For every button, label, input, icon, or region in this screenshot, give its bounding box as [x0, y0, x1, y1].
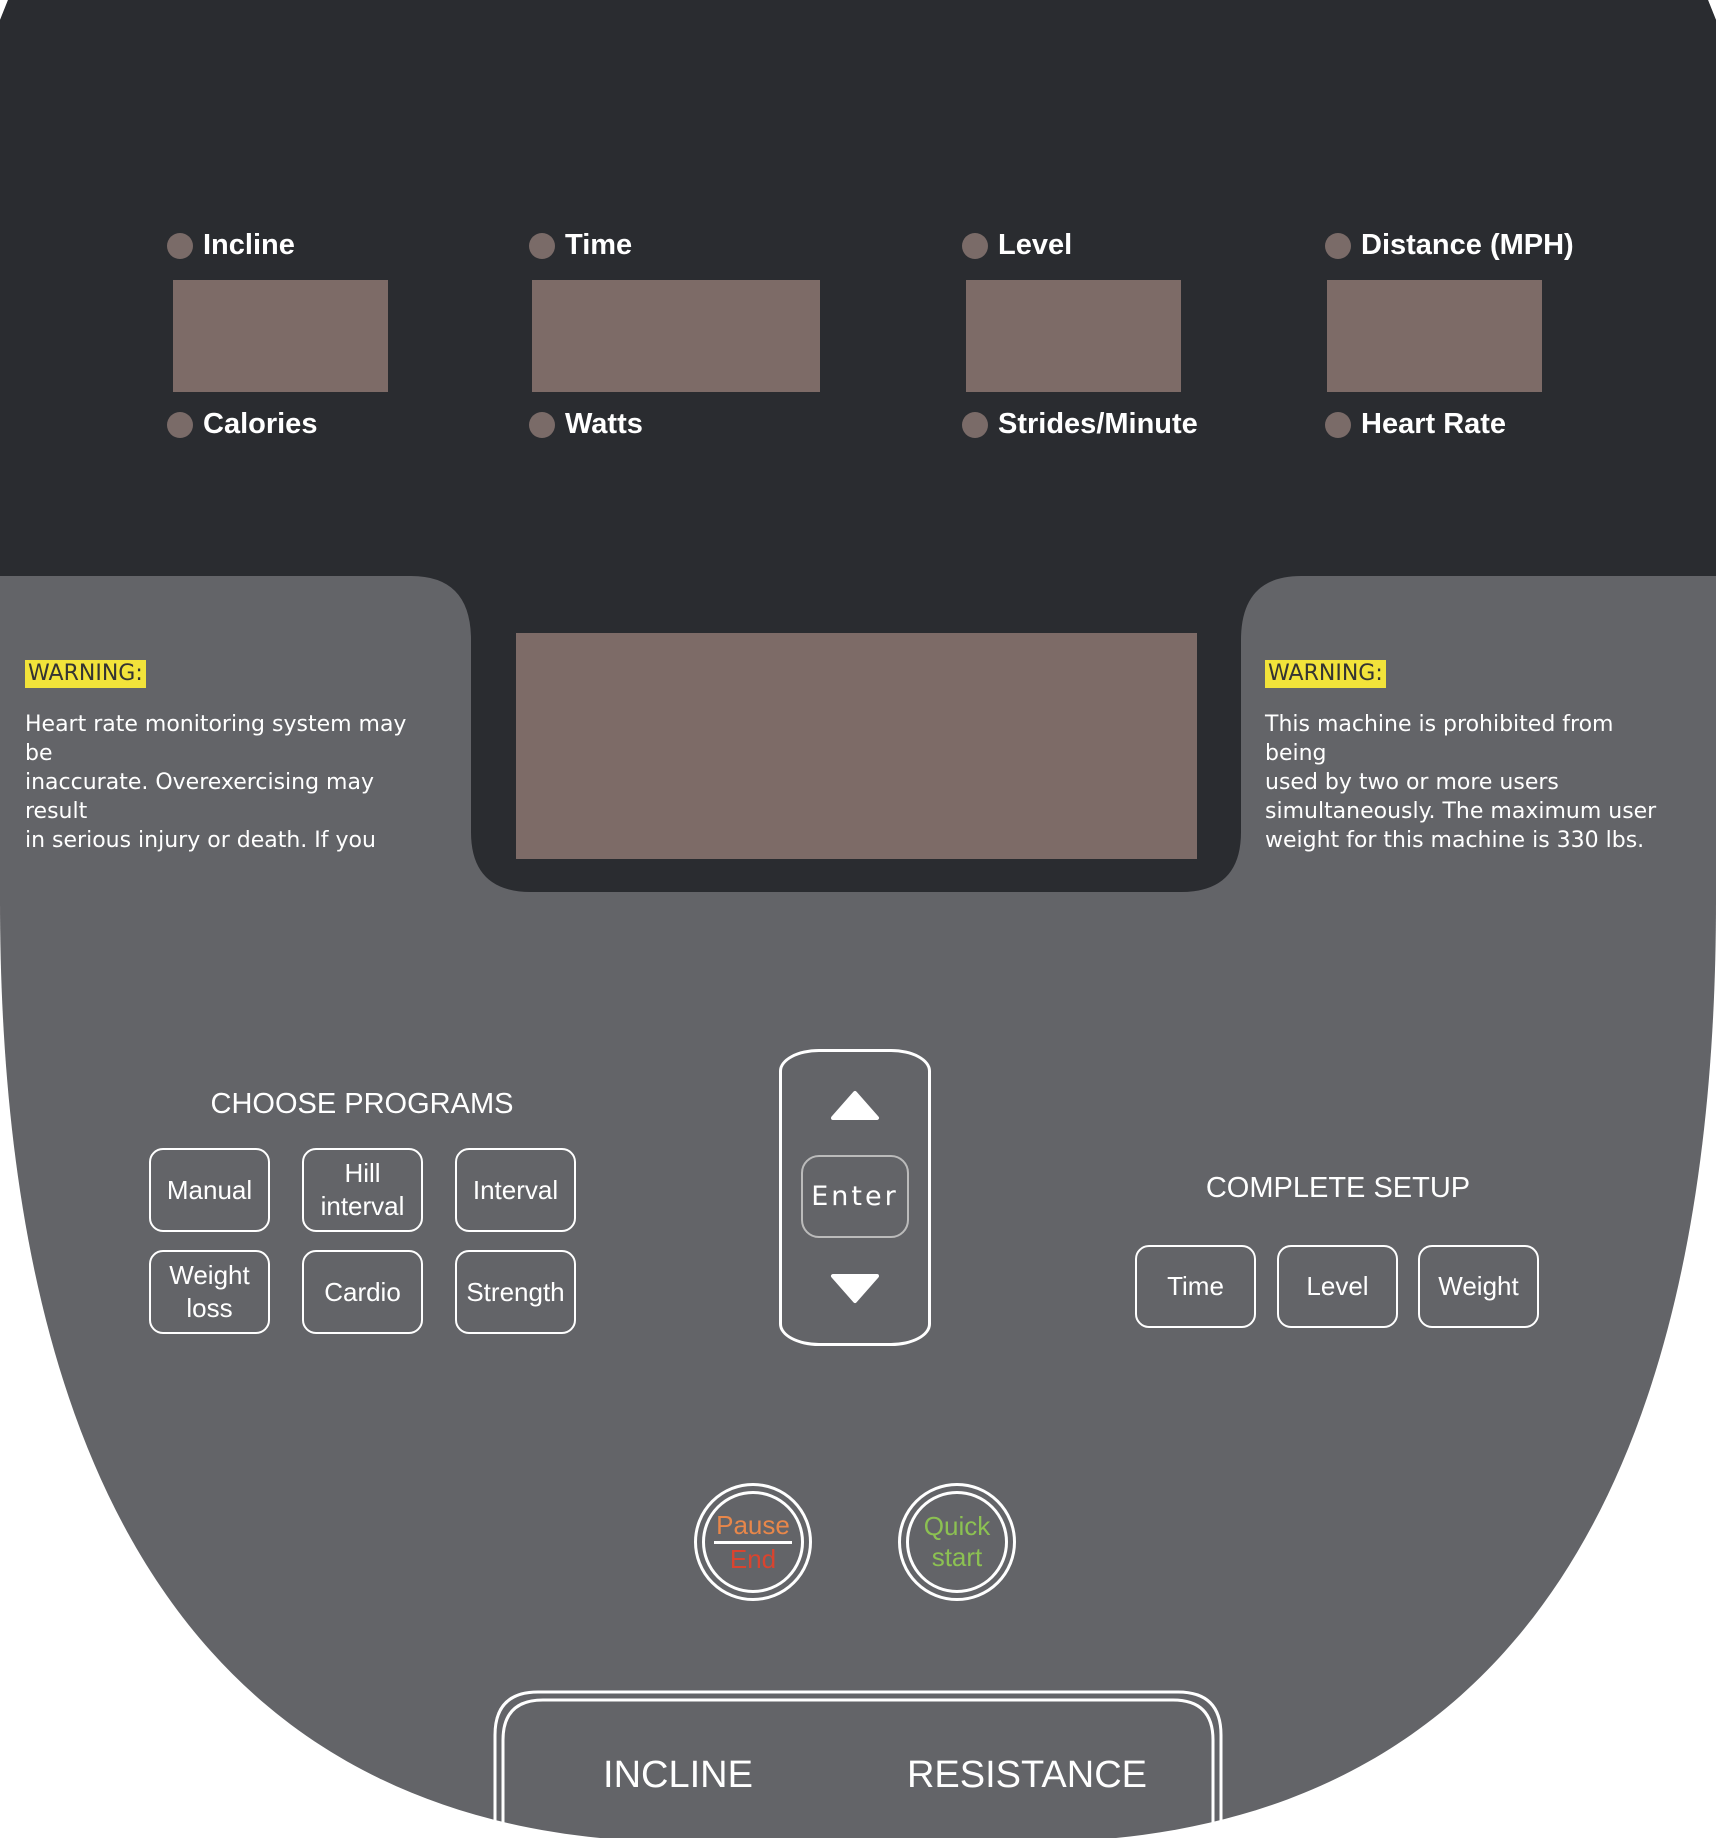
distance-indicator: Distance (MPH)	[1325, 229, 1574, 262]
program-strength-button[interactable]: Strength	[455, 1250, 576, 1334]
distance-label: Distance (MPH)	[1361, 229, 1574, 261]
quick-label: Quick	[923, 1511, 991, 1541]
setup-time-button[interactable]: Time	[1135, 1245, 1256, 1328]
indicator-led-icon	[529, 411, 555, 438]
program-manual-button[interactable]: Manual	[149, 1148, 270, 1232]
warning-line: simultaneously. The maximum user	[1265, 799, 1657, 824]
heart-rate-label: Heart Rate	[1361, 408, 1507, 440]
pause-end-button[interactable]: Pause End	[694, 1483, 812, 1601]
pause-label: Pause	[714, 1510, 792, 1544]
warning-line: be	[25, 741, 53, 766]
indicator-led-icon	[167, 411, 193, 438]
strides-label: Strides/Minute	[998, 408, 1198, 440]
warning-line: Heart rate monitoring system may	[25, 712, 407, 737]
calories-label: Calories	[203, 408, 318, 440]
time-display	[532, 280, 820, 392]
warning-tag: WARNING:	[1265, 660, 1386, 688]
arrow-down-icon[interactable]	[830, 1272, 880, 1304]
program-interval-button[interactable]: Interval	[455, 1148, 576, 1232]
indicator-led-icon	[1325, 411, 1351, 438]
setup-weight-button[interactable]: Weight	[1418, 1245, 1539, 1328]
warning-line: inaccurate. Overexercising may	[25, 770, 374, 795]
watts-label: Watts	[565, 408, 643, 440]
time-indicator: Time	[529, 229, 632, 262]
warning-line: result	[25, 799, 88, 824]
level-display	[966, 280, 1181, 392]
warning-right: WARNING: This machine is prohibited from…	[1265, 659, 1705, 855]
incline-label: Incline	[203, 229, 295, 261]
distance-display	[1327, 280, 1542, 392]
navigation-pad	[779, 1049, 931, 1346]
enter-button[interactable]: Enter	[801, 1155, 909, 1238]
incline-display	[173, 280, 388, 392]
warning-line: This machine is prohibited from	[1265, 712, 1614, 737]
time-label: Time	[565, 229, 633, 261]
heart-rate-indicator: Heart Rate	[1325, 408, 1506, 441]
indicator-led-icon	[962, 232, 988, 259]
program-cardio-button[interactable]: Cardio	[302, 1250, 423, 1334]
warning-line: being	[1265, 741, 1327, 766]
warning-left: WARNING: Heart rate monitoring system ma…	[25, 659, 465, 855]
end-label: End	[729, 1543, 777, 1574]
complete-setup-title: COMPLETE SETUP	[1205, 1172, 1471, 1204]
resistance-control-label: RESISTANCE	[906, 1754, 1147, 1796]
level-label: Level	[998, 229, 1073, 261]
program-hill-interval-button[interactable]: Hill interval	[302, 1148, 423, 1232]
main-display	[516, 633, 1197, 859]
setup-level-button[interactable]: Level	[1277, 1245, 1398, 1328]
indicator-led-icon	[167, 232, 193, 259]
incline-indicator: Incline	[167, 229, 295, 262]
indicator-led-icon	[529, 232, 555, 259]
incline-control-label: INCLINE	[603, 1754, 753, 1796]
warning-line: weight for this machine is 330 lbs.	[1265, 828, 1645, 853]
quick-start-button[interactable]: Quick start	[898, 1483, 1016, 1601]
indicator-led-icon	[962, 411, 988, 438]
choose-programs-title: CHOOSE PROGRAMS	[210, 1088, 514, 1120]
arrow-up-icon[interactable]	[830, 1090, 880, 1122]
warning-line: in serious injury or death. If you	[25, 828, 376, 853]
program-weight-loss-button[interactable]: Weight loss	[149, 1250, 270, 1334]
calories-indicator: Calories	[167, 408, 317, 441]
start-label: start	[931, 1542, 983, 1572]
indicator-led-icon	[1325, 232, 1351, 259]
watts-indicator: Watts	[529, 408, 643, 441]
strides-indicator: Strides/Minute	[962, 408, 1198, 441]
warning-tag: WARNING:	[25, 660, 146, 688]
warning-line: used by two or more users	[1265, 770, 1559, 795]
level-indicator: Level	[962, 229, 1072, 262]
